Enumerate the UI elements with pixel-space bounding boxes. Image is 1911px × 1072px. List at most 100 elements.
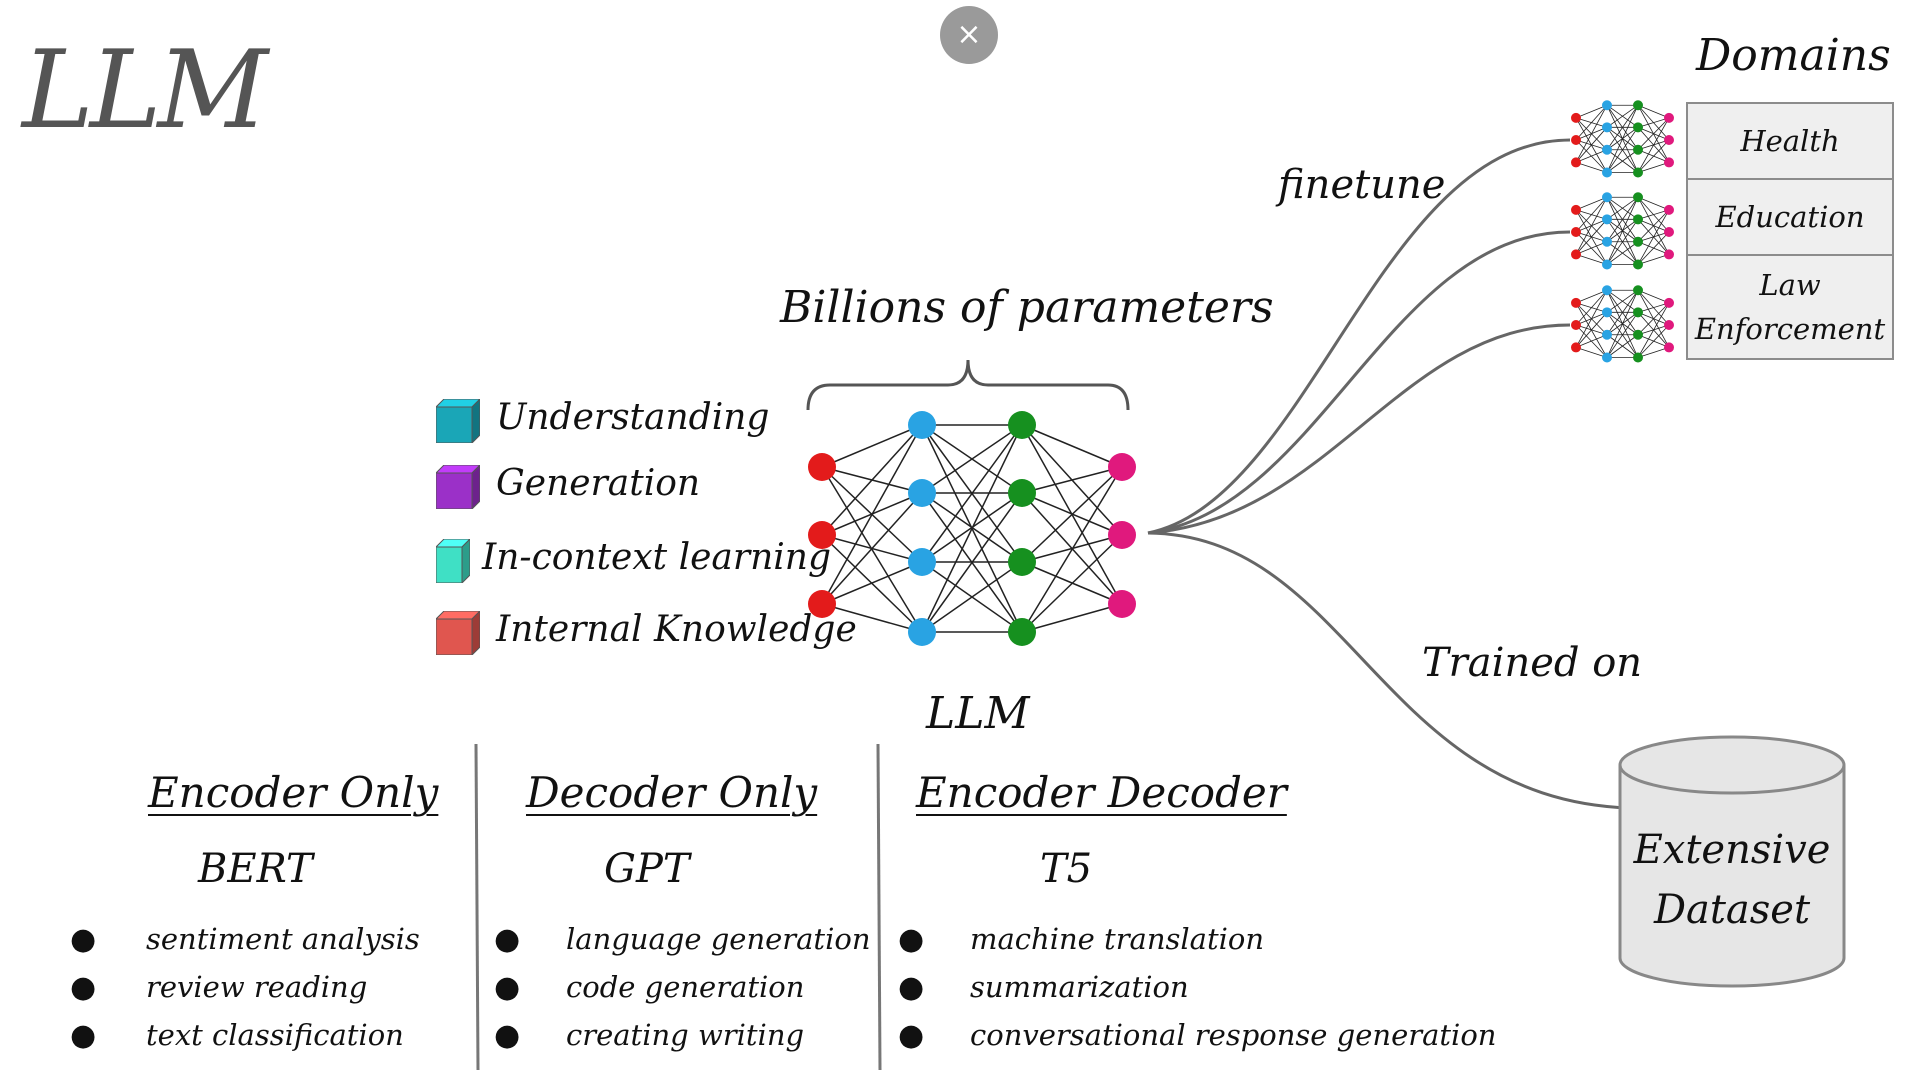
network-edge [1606,334,1639,358]
network-edge [1575,149,1608,163]
dataset-label: Extensive Dataset [1620,820,1844,940]
network-edge [1606,149,1639,173]
network-edge [1637,117,1670,128]
network-node [1664,157,1674,168]
network-edge [821,603,923,633]
network-edge [1606,289,1639,335]
billions-label: Billions of parameters [780,282,1274,333]
network-node [808,453,836,481]
network-node [1571,157,1581,168]
legend-label: Generation [496,462,701,504]
network-edge [921,492,1023,633]
network-node [1602,100,1612,111]
network-node [1664,297,1674,308]
network-node [1633,144,1643,155]
network-node [1633,285,1643,296]
finetune-curve-law [1147,323,1571,535]
network-edge [821,424,923,468]
use-case-item: text classification [146,1018,404,1052]
domain-box-law-enforcement: Law Enforcement [1686,254,1894,360]
legend-item-generation: Generation [434,458,701,511]
network-edge [1606,104,1639,128]
network-edge [1575,104,1608,119]
network-edge [1637,209,1670,243]
use-case-item: machine translation [970,922,1265,956]
finetune-curve-health [1147,138,1571,535]
network-edge [1575,196,1608,233]
network-edge [1606,197,1639,265]
network-node [1602,259,1612,270]
network-edge [921,424,1023,563]
page-title: LLM [22,28,268,153]
network-edge [1606,219,1639,265]
network-edge [821,424,923,536]
network-edge [1575,219,1608,255]
network-edge [921,424,1023,494]
use-case-item: sentiment analysis [146,922,420,956]
network-node [1633,192,1643,203]
network-edge [1637,139,1670,173]
llm-label: LLM [926,688,1030,739]
bullet-dot: ● [494,1018,521,1053]
network-node [1571,112,1581,123]
column-divider-2 [876,743,882,1071]
network-edge [1021,424,1123,468]
network-edge [1637,196,1670,211]
parameters-brace [806,359,1130,411]
legend-label: In-context learning [482,536,831,578]
network-edge [1637,302,1670,313]
teal-cube-icon [434,397,482,445]
decoder-only-heading: Decoder Only [526,768,818,817]
network-node [1602,329,1612,340]
gpt-label: GPT [604,846,690,892]
network-edge [921,424,1023,633]
network-node [1633,259,1643,270]
legend-label: Understanding [496,396,770,438]
network-node [1602,167,1612,178]
network-edge [1021,466,1123,633]
network-edge [1637,117,1670,173]
network-node [1664,320,1674,330]
use-case-item: creating writing [566,1018,805,1052]
bullet-dot: ● [494,922,521,957]
network-edge [1606,289,1639,313]
network-node [908,411,936,439]
bullet-dot: ● [70,922,97,957]
network-edge [1575,127,1608,163]
network-node [908,479,936,507]
legend-item-internal-knowledge: Internal Knowledge [434,604,857,657]
domain-label-enforcement: Enforcement [1694,312,1886,346]
close-icon[interactable]: × [940,6,998,64]
network-edge [1021,603,1123,633]
bullet-dot: ● [898,1018,925,1053]
network-edge [1637,302,1670,336]
network-edge [1575,334,1608,348]
network-edge [821,424,923,605]
dataset-label-line2: Dataset [1653,887,1811,933]
legend-item-in-context-learning: In-context learning [434,532,831,585]
finetune-label: finetune [1278,162,1446,208]
dataset-label-line1: Extensive [1633,827,1831,873]
network-node [1664,249,1674,260]
network-edge [1637,209,1670,220]
network-node [1008,548,1036,576]
domain-label-education: Education [1715,200,1865,234]
network-node [908,548,936,576]
encoder-only-heading: Encoder Only [148,768,439,817]
network-edge [1606,105,1639,173]
use-case-item: review reading [146,970,368,1004]
network-edge [821,492,923,605]
network-edge [1021,466,1123,563]
network-edge [1021,534,1123,633]
network-edge [1575,289,1608,326]
bullet-dot: ● [898,922,925,957]
use-case-item: code generation [566,970,805,1004]
network-edge [1637,347,1670,358]
encoder-decoder-heading: Encoder Decoder [916,768,1287,817]
purple-cube-icon [434,463,482,511]
network-edge [1606,196,1639,242]
domain-box-health: Health [1686,102,1894,180]
legend-label: Internal Knowledge [496,608,857,650]
network-edge [1575,254,1608,265]
use-case-item: conversational response generation [970,1018,1497,1052]
